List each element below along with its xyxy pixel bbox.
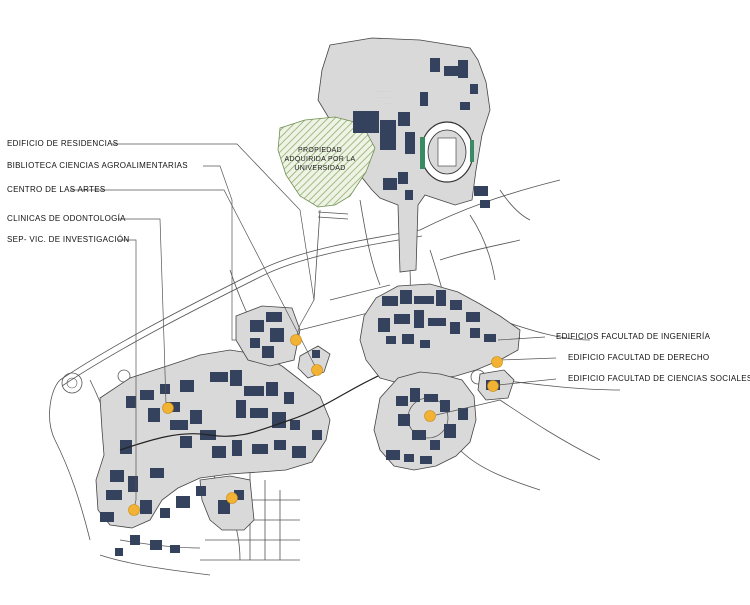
property-label: PROPIEDAD ADQUIRIDA POR LA UNIVERSIDAD (280, 146, 360, 173)
svg-text:· · · · ·: · · · · · (384, 101, 392, 105)
svg-text:· · · · · · · ·: · · · · · · · · (378, 95, 392, 99)
location-markers (128, 334, 503, 516)
callout-derecho: EDIFICIO FACULTAD DE DERECHO (568, 353, 710, 362)
property-label-line: UNIVERSIDAD (294, 165, 346, 172)
roundabout (61, 372, 83, 394)
marker-clinicas (162, 402, 174, 414)
stadium (420, 121, 474, 183)
property-label-line: PROPIEDAD (298, 147, 342, 154)
acquired-property (277, 116, 376, 208)
marker-ciencias-sociales (487, 380, 499, 392)
marker-residencias (290, 334, 302, 346)
north-text-blocks: · · · · · · · · · · · · · · · · · · · · … (376, 89, 392, 105)
callout-centro-artes: CENTRO DE LAS ARTES (7, 185, 106, 194)
marker-artes (226, 492, 238, 504)
leader-lines-left (70, 143, 317, 509)
east-campus-area (359, 283, 521, 385)
callout-investigacion: SEP- VIC. DE INVESTIGACIÓN (7, 235, 130, 244)
property-label-line: ADQUIRIDA POR LA (284, 156, 356, 163)
marker-ingenieria (491, 356, 503, 368)
east-buildings (378, 290, 496, 348)
north-buildings (353, 58, 490, 208)
leader-lines-right (435, 336, 557, 416)
callout-residencias: EDIFICIO DE RESIDENCIAS (7, 139, 119, 148)
west-buildings (100, 312, 322, 556)
svg-text:· · · · · · · · ·: · · · · · · · · · (376, 89, 392, 93)
marker-biblioteca (311, 364, 323, 376)
southeast-buildings (386, 388, 468, 464)
callout-ciencias-sociales: EDIFICIO FACULTAD DE CIENCIAS SOCIALES (568, 374, 750, 383)
marker-investigacion (128, 504, 140, 516)
callout-clinicas: CLINICAS DE ODONTOLOGÍA (7, 214, 126, 223)
callout-ingenieria: EDIFICIOS FACULTAD DE INGENIERÍA (556, 332, 711, 341)
marker-derecho (424, 410, 436, 422)
callout-biblioteca: BIBLIOTECA CIENCIAS AGROALIMENTARIAS (7, 161, 188, 170)
